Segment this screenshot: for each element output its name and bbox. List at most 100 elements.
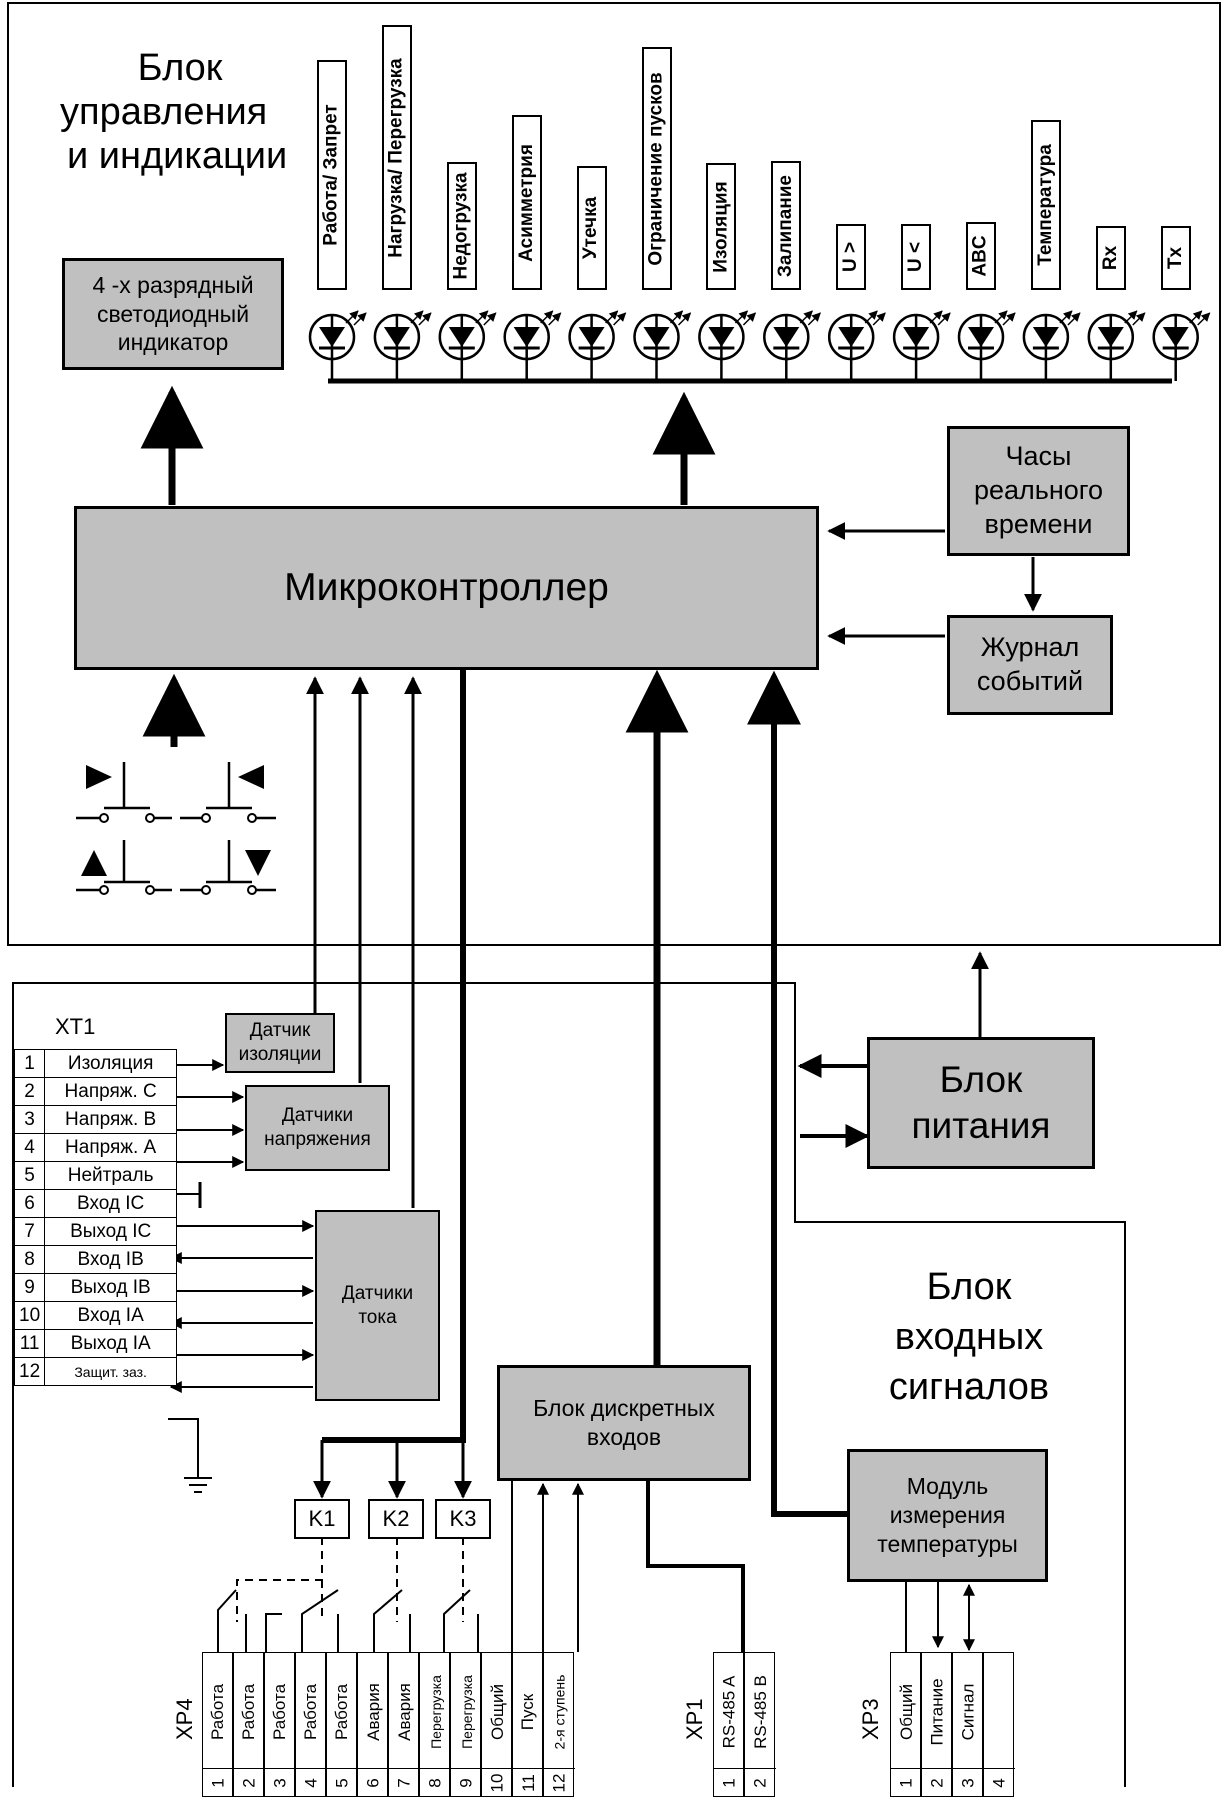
event-journal-label: Журнал событий [976, 632, 1084, 696]
input-title-line-2: входных [894, 1316, 1044, 1358]
xp3-pin-number: 1 [896, 1777, 916, 1788]
input-block-frame [12, 982, 1126, 1787]
xt1-pin-number: 1 [13, 1049, 46, 1078]
xp1-pin-number: 2 [750, 1777, 770, 1788]
input-title-line-1: Блок [926, 1266, 1012, 1308]
down-arrow-icon[interactable] [245, 850, 271, 876]
xp3-pin-number: 4 [989, 1777, 1009, 1788]
indicator-label-text: Асимметрия [515, 143, 537, 262]
relay-k3-label: K3 [449, 1506, 477, 1531]
control-title-line-1: Блок [137, 47, 223, 89]
power-supply-block: Блок питания [867, 1037, 1095, 1169]
xp4-pin-number: 3 [270, 1777, 290, 1788]
xp3-pin-label: Питание [927, 1677, 947, 1746]
left-arrow-icon[interactable] [238, 765, 264, 789]
xt1-pin-number: 12 [13, 1357, 46, 1386]
xp4-pin-number: 9 [456, 1777, 476, 1788]
xp1-title: XP1 [682, 1698, 707, 1740]
indicator-label-11: ABC [966, 222, 996, 290]
indicator-label-text: Ограничение пусков [645, 71, 667, 266]
led-indicator-8 [763, 310, 821, 381]
xp4-pin-number: 11 [518, 1773, 538, 1792]
relay-k2: K2 [368, 1499, 424, 1539]
indicator-label-1: Работа/ Запрет [317, 60, 347, 290]
indicator-label-text: Температура [1034, 144, 1056, 266]
microcontroller-label: Микроконтроллер [284, 565, 609, 609]
relay-k1: K1 [294, 1499, 350, 1539]
xt1-title: XT1 [55, 1014, 96, 1039]
xp4-pin-number: 10 [487, 1773, 507, 1792]
xp4-pin-label: Пуск [518, 1693, 538, 1730]
xp3-pin: Общий 1 [890, 1652, 922, 1797]
led-indicator-7 [698, 310, 757, 381]
xt1-pin-name: Вход IC [44, 1189, 178, 1218]
xt1-pin-name: Вход IA [44, 1301, 178, 1330]
current-sensors-label: Датчики тока [341, 1282, 414, 1328]
event-journal-block: Журнал событий [947, 615, 1113, 715]
xp3-pin: Сигнал 3 [952, 1652, 984, 1797]
control-title-line-2: управления [60, 91, 268, 133]
relay-k2-label: K2 [382, 1506, 410, 1531]
xp4-pin-number: 5 [332, 1777, 352, 1788]
xp4-pin-number: 12 [549, 1773, 569, 1792]
indicator-label-text: Работа/ Запрет [321, 104, 342, 246]
xp4-pin-label: Перегрузка [427, 1674, 444, 1749]
xt1-pin-number: 11 [13, 1329, 46, 1358]
xp3-pin: 4 [983, 1652, 1015, 1797]
xt1-pin-name: Изоляция [44, 1049, 178, 1078]
temperature-module-block: Модуль измерения температуры [847, 1449, 1048, 1582]
right-arrow-icon[interactable] [86, 765, 112, 789]
xp4-pin-label: Авария [394, 1682, 414, 1741]
xp1-pin-label: RS-485 B [750, 1674, 770, 1749]
indicator-label-text: U > [840, 241, 862, 273]
up-arrow-icon[interactable] [81, 850, 107, 876]
xp3-pin-label: Сигнал [958, 1683, 978, 1740]
temperature-module-label: Модуль измерения температуры [877, 1473, 1018, 1557]
xp4-title: XP4 [172, 1698, 197, 1740]
insulation-sensor-label: Датчик изоляции [238, 1020, 322, 1065]
xp3-pin-label: Общий [896, 1683, 916, 1740]
indicator-label-text: Rx [1099, 245, 1121, 271]
xt1-pin-name: Защит. заз. [44, 1357, 178, 1386]
xp4-pin-number: 2 [239, 1777, 259, 1788]
xt1-pin-name: Напряж. C [44, 1077, 178, 1106]
xp3-pin-number: 3 [958, 1777, 978, 1788]
keypad[interactable] [76, 762, 276, 895]
led-indicator-12 [1022, 310, 1081, 381]
indicator-label-text: ABC [970, 235, 992, 277]
indicator-label-text: Tx [1164, 246, 1186, 270]
input-block-title: Блок входных сигналов [872, 1262, 1066, 1412]
xt1-pin-number: 3 [13, 1105, 46, 1134]
xt1-pin-number: 6 [13, 1189, 46, 1218]
control-title-line-3: и индикации [67, 135, 288, 177]
voltage-sensors-label: Датчики напряжения [264, 1105, 371, 1150]
xt1-pin-name: Нейтраль [44, 1161, 178, 1190]
led-indicator-13 [1087, 310, 1146, 381]
xp1-pin: RS-485 B 2 [744, 1652, 776, 1797]
led-indicator-11 [957, 310, 1016, 381]
xt1-pin-name: Выход IC [44, 1217, 178, 1246]
xt1-pin-number: 8 [13, 1245, 46, 1274]
indicator-label-text: Залипание [775, 174, 797, 277]
xt1-pin-number: 5 [13, 1161, 46, 1190]
xt1-pin-name: Напряж. B [44, 1105, 178, 1134]
indicator-label-2: Нагрузка/ Перегрузка [381, 25, 412, 290]
led-display-label: 4 -х разрядный светодиодный индикатор [92, 271, 254, 356]
indicator-label-5: Утечка [576, 166, 607, 290]
xt1-pin-number: 9 [13, 1273, 46, 1302]
indicator-label-text: Утечка [580, 196, 602, 260]
